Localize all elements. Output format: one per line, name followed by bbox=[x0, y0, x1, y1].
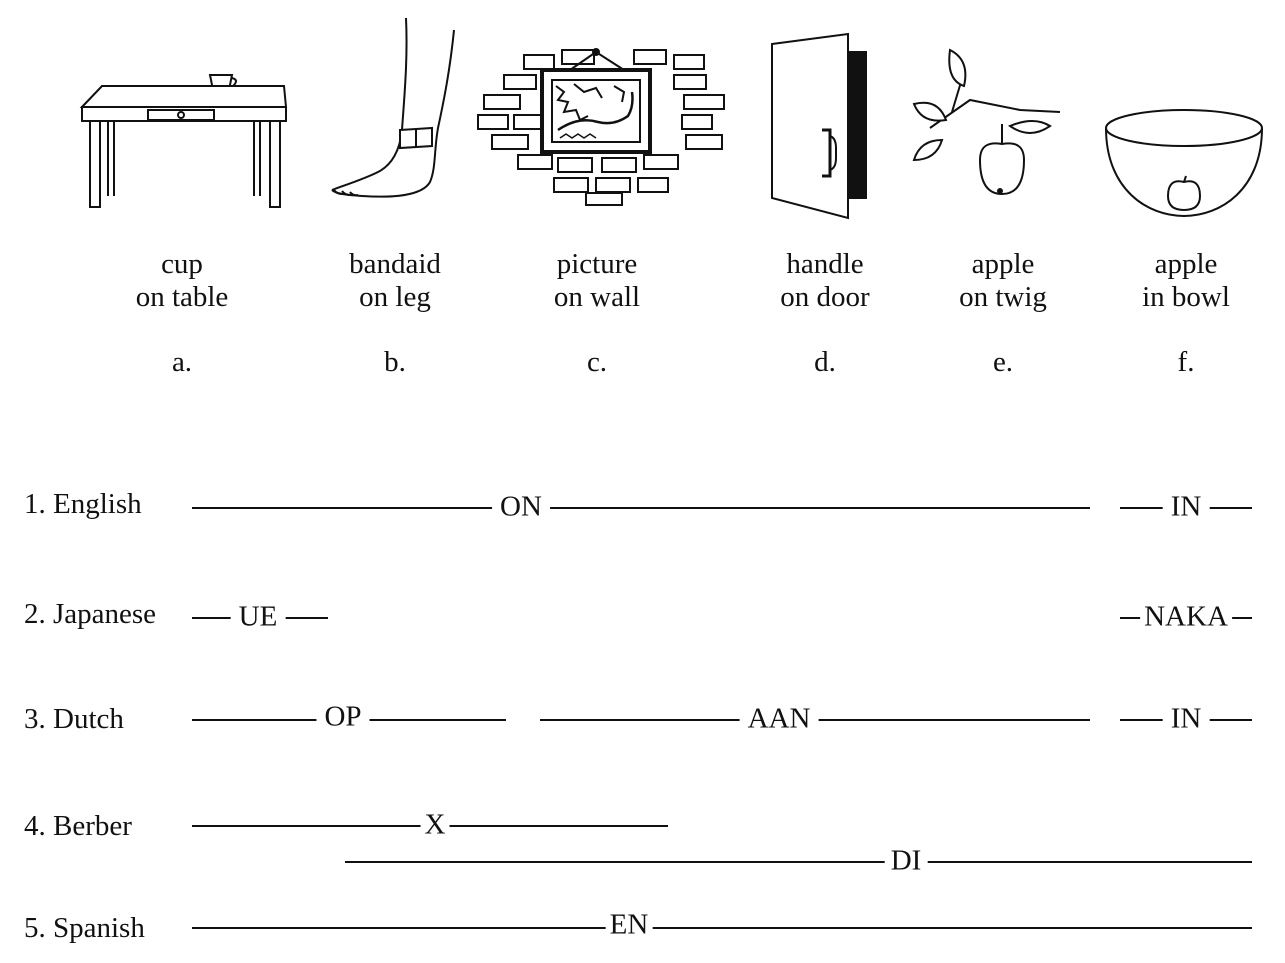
caption-e-line2: on twig bbox=[959, 281, 1047, 313]
berber-di-term: DI bbox=[884, 844, 928, 878]
language-spanish-label: 5. Spanish bbox=[24, 912, 145, 944]
language-japanese-label: 2. Japanese bbox=[24, 598, 157, 630]
letter-d: d. bbox=[814, 346, 836, 378]
caption-f-line2: in bowl bbox=[1142, 281, 1230, 313]
caption-a-line1: cup bbox=[161, 248, 203, 280]
dutch-op-term: OP bbox=[316, 700, 370, 734]
caption-c: picture on wall bbox=[507, 248, 687, 314]
letter-e: e. bbox=[992, 346, 1014, 378]
japanese-naka-term: NAKA bbox=[1140, 600, 1232, 634]
caption-c-line2: on wall bbox=[553, 281, 641, 313]
caption-c-line1: picture bbox=[556, 248, 638, 280]
caption-e: apple on twig bbox=[913, 248, 1093, 314]
caption-b-line1: bandaid bbox=[349, 248, 441, 280]
english-on-term: ON bbox=[492, 490, 550, 524]
leg-with-bandaid-icon bbox=[322, 0, 472, 230]
apple-in-bowl-icon bbox=[1098, 0, 1268, 230]
language-english-label: 1. English bbox=[24, 488, 142, 520]
english-on-range-line bbox=[192, 507, 1090, 509]
caption-e-line1: apple bbox=[971, 248, 1035, 280]
dutch-aan-term: AAN bbox=[739, 702, 819, 736]
letter-f: f. bbox=[1177, 346, 1195, 378]
berber-di-range-line bbox=[345, 861, 1252, 863]
caption-b: bandaid on leg bbox=[305, 248, 485, 314]
spanish-en-range-line bbox=[192, 927, 1252, 929]
apple-on-twig-icon bbox=[900, 0, 1070, 230]
caption-d-line1: handle bbox=[786, 248, 864, 280]
caption-d-line2: on door bbox=[780, 281, 870, 313]
table-with-cup-icon bbox=[78, 0, 290, 230]
letter-c: c. bbox=[586, 346, 608, 378]
letter-b: b. bbox=[384, 346, 406, 378]
letter-a: a. bbox=[171, 346, 193, 378]
caption-f-line1: apple bbox=[1154, 248, 1218, 280]
caption-b-line2: on leg bbox=[359, 281, 431, 313]
picture-on-brick-wall-icon bbox=[474, 0, 736, 230]
language-dutch-label: 3. Dutch bbox=[24, 703, 124, 735]
caption-d: handle on door bbox=[735, 248, 915, 314]
dutch-in-term: IN bbox=[1162, 702, 1210, 736]
caption-a: cup on table bbox=[92, 248, 272, 314]
caption-f: apple in bowl bbox=[1096, 248, 1276, 314]
japanese-ue-term: UE bbox=[230, 600, 286, 634]
language-berber-label: 4. Berber bbox=[24, 810, 132, 842]
caption-a-line2: on table bbox=[135, 281, 229, 313]
berber-x-term: X bbox=[420, 808, 450, 842]
spanish-en-term: EN bbox=[605, 908, 653, 942]
english-in-term: IN bbox=[1162, 490, 1210, 524]
door-with-handle-icon bbox=[756, 0, 876, 230]
